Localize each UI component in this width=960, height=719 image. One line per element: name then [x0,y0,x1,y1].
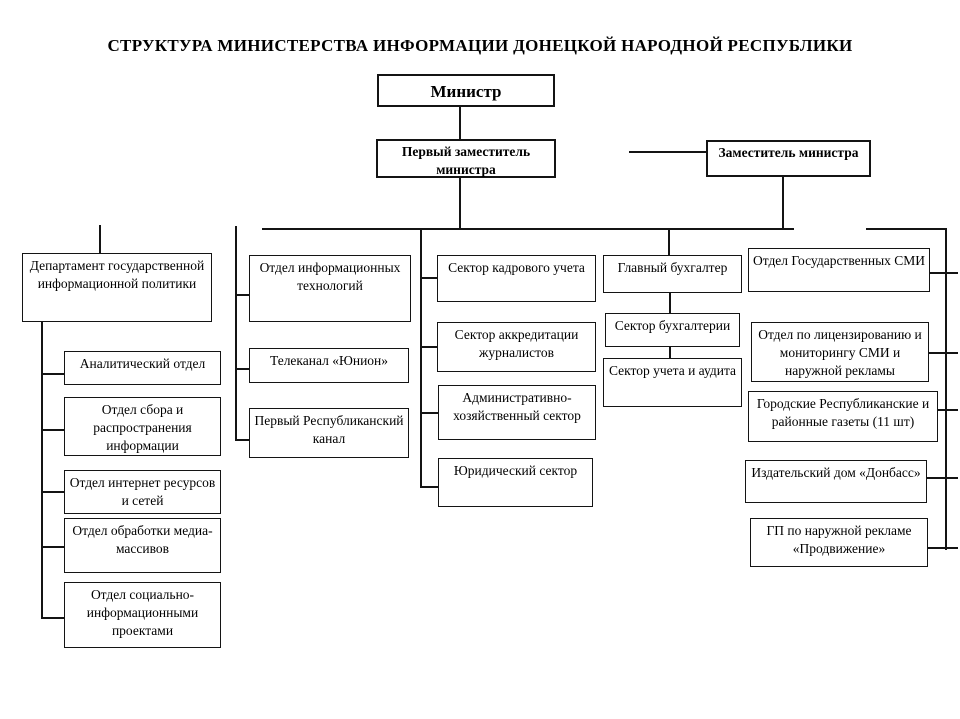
org-node-audit-sector: Сектор учета и аудита [603,358,742,407]
org-node-social-info-projects-dept: Отдел социально- информационными проекта… [64,582,221,648]
org-node-first-deputy-minister: Первый заместитель министра [376,139,556,178]
connector-line [99,225,101,253]
connector-line [928,547,958,549]
org-node-media-processing-dept: Отдел обработки медиа- массивов [64,518,221,573]
org-node-state-media-dept: Отдел Государственных СМИ [748,248,930,292]
org-node-admin-economic-sector: Административно- хозяйственный сектор [438,385,596,440]
org-node-info-collection-dept: Отдел сбора и распространения информации [64,397,221,456]
connector-line [262,228,794,230]
connector-line [41,373,64,375]
org-node-analytical-dept: Аналитический отдел [64,351,221,385]
connector-line [41,429,64,431]
connector-line [782,177,784,230]
org-node-licensing-monitoring-dept: Отдел по лицензированию и мониторингу СМ… [751,322,929,382]
connector-line [629,151,707,153]
org-node-gp-outdoor-ads-prodvizhenie: ГП по наружной рекламе «Продвижение» [750,518,928,567]
connector-line [669,347,671,358]
connector-line [235,294,249,296]
org-node-dept-state-info-policy: Департамент государственной информационн… [22,253,212,322]
connector-line [459,178,461,230]
connector-line [41,491,64,493]
connector-line [235,226,237,441]
org-node-legal-sector: Юридический сектор [438,458,593,507]
connector-line [235,439,249,441]
org-node-city-republican-newspapers: Городские Республиканские и районные газ… [748,391,938,442]
connector-line [929,352,958,354]
connector-line [420,229,422,488]
org-node-it-dept: Отдел информационных технологий [249,255,411,322]
connector-line [420,486,438,488]
connector-line [927,477,958,479]
connector-line [866,228,946,230]
connector-line [459,107,461,139]
org-node-donbass-publishing-house: Издательский дом «Донбасс» [745,460,927,503]
connector-line [930,272,958,274]
org-node-deputy-minister: Заместитель министра [706,140,871,177]
org-node-hr-records-sector: Сектор кадрового учета [437,255,596,302]
connector-line [235,368,249,370]
connector-line [420,346,437,348]
org-node-minister: Министр [377,74,555,107]
org-node-union-tv-channel: Телеканал «Юнион» [249,348,409,383]
connector-line [938,409,958,411]
connector-line [668,229,670,255]
org-node-accounting-sector: Сектор бухгалтерии [605,313,740,347]
page-title: СТРУКТУРА МИНИСТЕРСТВА ИНФОРМАЦИИ ДОНЕЦК… [107,36,853,55]
org-node-first-republican-channel: Первый Республиканский канал [249,408,409,458]
org-node-journalist-accreditation-sector: Сектор аккредитации журналистов [437,322,596,372]
connector-line [669,293,671,313]
connector-line [420,277,437,279]
connector-line [420,412,438,414]
org-node-internet-resources-dept: Отдел интернет ресурсов и сетей [64,470,221,514]
connector-line [41,322,43,619]
connector-line [41,546,64,548]
connector-line [945,228,947,550]
connector-line [41,617,64,619]
org-node-chief-accountant: Главный бухгалтер [603,255,742,293]
